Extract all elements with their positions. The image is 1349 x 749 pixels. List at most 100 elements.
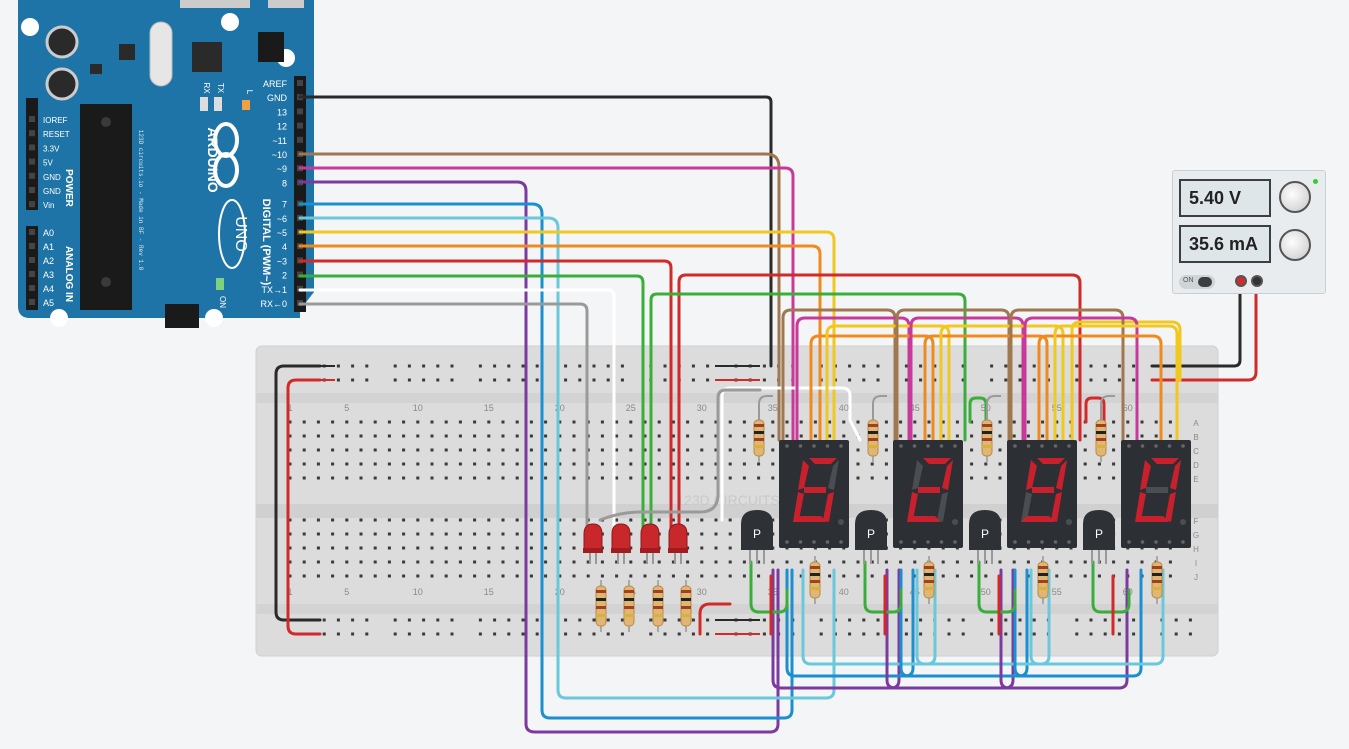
- rail-hole[interactable]: [961, 618, 965, 622]
- breadboard-hole[interactable]: [373, 546, 377, 550]
- breadboard-hole[interactable]: [742, 420, 746, 424]
- breadboard-hole[interactable]: [473, 546, 477, 550]
- breadboard-hole[interactable]: [998, 434, 1002, 438]
- breadboard-hole[interactable]: [757, 574, 761, 578]
- rail-hole[interactable]: [322, 632, 326, 636]
- breadboard-hole[interactable]: [558, 560, 562, 564]
- breadboard-hole[interactable]: [629, 518, 633, 522]
- breadboard-hole[interactable]: [629, 574, 633, 578]
- breadboard-hole[interactable]: [884, 462, 888, 466]
- breadboard-hole[interactable]: [1041, 420, 1045, 424]
- rail-hole[interactable]: [1075, 632, 1079, 636]
- resistor[interactable]: [1095, 414, 1107, 462]
- rail-hole[interactable]: [351, 618, 355, 622]
- wire-purple[interactable]: [298, 180, 780, 734]
- rail-hole[interactable]: [1032, 378, 1036, 382]
- breadboard-hole[interactable]: [955, 560, 959, 564]
- rail-hole[interactable]: [535, 618, 539, 622]
- breadboard-hole[interactable]: [487, 434, 491, 438]
- breadboard-hole[interactable]: [444, 560, 448, 564]
- breadboard-hole[interactable]: [345, 462, 349, 466]
- breadboard-hole[interactable]: [316, 420, 320, 424]
- rail-hole[interactable]: [1132, 364, 1136, 368]
- breadboard-hole[interactable]: [700, 476, 704, 480]
- rail-hole[interactable]: [1032, 618, 1036, 622]
- wire-green[interactable]: [977, 560, 1017, 614]
- breadboard-hole[interactable]: [331, 420, 335, 424]
- breadboard-hole[interactable]: [544, 560, 548, 564]
- breadboard-hole[interactable]: [345, 574, 349, 578]
- wire-orange[interactable]: [809, 334, 935, 442]
- breadboard-hole[interactable]: [856, 476, 860, 480]
- wire-gray[interactable]: [298, 302, 589, 536]
- breadboard-hole[interactable]: [331, 448, 335, 452]
- wire-yellow[interactable]: [1053, 324, 1179, 442]
- breadboard-hole[interactable]: [870, 560, 874, 564]
- breadboard-hole[interactable]: [884, 448, 888, 452]
- wire-blue[interactable]: [1013, 568, 1143, 678]
- breadboard-hole[interactable]: [331, 476, 335, 480]
- breadboard-hole[interactable]: [1012, 420, 1016, 424]
- rail-hole[interactable]: [351, 632, 355, 636]
- breadboard-hole[interactable]: [700, 574, 704, 578]
- rail-hole[interactable]: [564, 364, 568, 368]
- arduino-board[interactable]: RX TX L ON ARDUINO UNO 123D circuits.io …: [18, 0, 314, 328]
- breadboard-hole[interactable]: [671, 420, 675, 424]
- breadboard-hole[interactable]: [430, 546, 434, 550]
- wire-blue[interactable]: [298, 202, 794, 720]
- breadboard-hole[interactable]: [558, 476, 562, 480]
- breadboard-hole[interactable]: [416, 448, 420, 452]
- breadboard-hole[interactable]: [402, 476, 406, 480]
- breadboard-hole[interactable]: [671, 560, 675, 564]
- breadboard-hole[interactable]: [288, 434, 292, 438]
- breadboard-hole[interactable]: [657, 560, 661, 564]
- rail-hole[interactable]: [706, 618, 710, 622]
- breadboard-hole[interactable]: [288, 476, 292, 480]
- breadboard-hole[interactable]: [487, 476, 491, 480]
- header-pin[interactable]: [297, 80, 303, 86]
- breadboard-hole[interactable]: [430, 434, 434, 438]
- breadboard-hole[interactable]: [700, 560, 704, 564]
- breadboard-hole[interactable]: [416, 462, 420, 466]
- breadboard-hole[interactable]: [572, 518, 576, 522]
- breadboard-hole[interactable]: [288, 420, 292, 424]
- breadboard-hole[interactable]: [913, 434, 917, 438]
- rail-hole[interactable]: [407, 364, 411, 368]
- rail-hole[interactable]: [478, 618, 482, 622]
- breadboard-hole[interactable]: [643, 434, 647, 438]
- breadboard-hole[interactable]: [686, 448, 690, 452]
- breadboard-hole[interactable]: [444, 546, 448, 550]
- breadboard-hole[interactable]: [714, 560, 718, 564]
- breadboard-hole[interactable]: [884, 476, 888, 480]
- breadboard-hole[interactable]: [686, 532, 690, 536]
- transistor[interactable]: P: [969, 510, 1001, 564]
- breadboard-hole[interactable]: [416, 546, 420, 550]
- breadboard-hole[interactable]: [884, 434, 888, 438]
- header-pin[interactable]: [29, 285, 35, 291]
- breadboard-hole[interactable]: [970, 574, 974, 578]
- led[interactable]: [583, 523, 603, 564]
- rail-hole[interactable]: [592, 632, 596, 636]
- breadboard-hole[interactable]: [1097, 574, 1101, 578]
- breadboard-hole[interactable]: [359, 476, 363, 480]
- wire-green[interactable]: [968, 396, 988, 424]
- rail-hole[interactable]: [1117, 632, 1121, 636]
- breadboard-hole[interactable]: [515, 434, 519, 438]
- resistor[interactable]: [680, 580, 692, 632]
- wire-purple[interactable]: [771, 568, 901, 690]
- breadboard-hole[interactable]: [501, 546, 505, 550]
- rail-hole[interactable]: [919, 632, 923, 636]
- breadboard-hole[interactable]: [544, 518, 548, 522]
- rail-hole[interactable]: [691, 618, 695, 622]
- breadboard-hole[interactable]: [686, 518, 690, 522]
- breadboard-hole[interactable]: [600, 574, 604, 578]
- rail-hole[interactable]: [393, 378, 397, 382]
- breadboard-hole[interactable]: [813, 420, 817, 424]
- breadboard-hole[interactable]: [955, 574, 959, 578]
- breadboard-hole[interactable]: [416, 476, 420, 480]
- rail-hole[interactable]: [1075, 378, 1079, 382]
- breadboard-hole[interactable]: [501, 462, 505, 466]
- breadboard-hole[interactable]: [444, 448, 448, 452]
- breadboard-hole[interactable]: [643, 448, 647, 452]
- breadboard-hole[interactable]: [529, 434, 533, 438]
